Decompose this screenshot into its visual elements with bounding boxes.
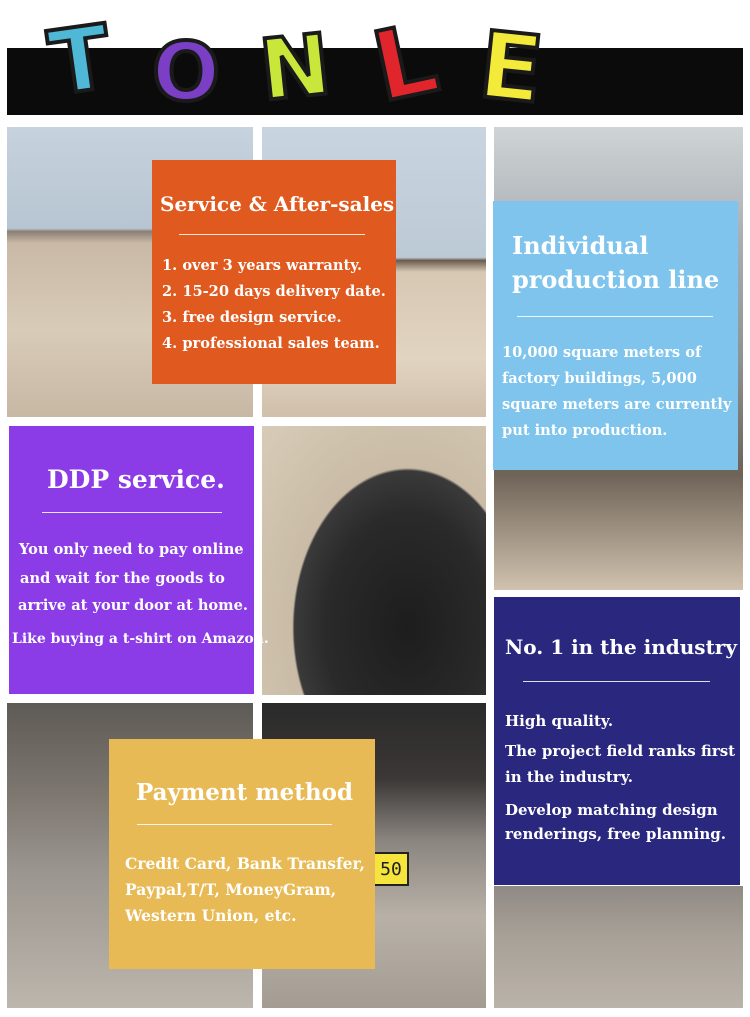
service-item: 2. 15-20 days delivery date. bbox=[162, 283, 386, 300]
industry-body-line: renderings, free planning. bbox=[505, 825, 726, 843]
svg-text:N: N bbox=[255, 22, 335, 110]
payment-divider bbox=[137, 824, 332, 825]
production-title-line: production line bbox=[512, 265, 720, 294]
production-divider bbox=[517, 316, 713, 317]
ddp-body-line: You only need to pay online bbox=[19, 541, 244, 558]
service-aftersales-panel: Service & After-sales 1. over 3 years wa… bbox=[152, 160, 396, 384]
production-title-line: Individual bbox=[512, 231, 649, 260]
payment-title: Payment method bbox=[136, 779, 354, 806]
logo-letter-t: T bbox=[41, 15, 129, 105]
logo-letter-o: O bbox=[150, 34, 234, 110]
production-body-line: factory buildings, 5,000 bbox=[502, 370, 697, 387]
industry-body-line: Develop matching design bbox=[505, 801, 718, 819]
production-line-panel: Individual production line 10,000 square… bbox=[493, 201, 738, 470]
ddp-divider bbox=[42, 512, 222, 513]
industry-title: No. 1 in the industry bbox=[505, 635, 737, 659]
payment-body-line: Western Union, etc. bbox=[125, 906, 297, 925]
industry-body-line: High quality. bbox=[505, 712, 614, 730]
industry-body-line: The project field ranks first bbox=[505, 742, 736, 760]
photo-warehouse-floor bbox=[494, 886, 743, 1008]
service-item: 3. free design service. bbox=[162, 309, 342, 326]
industry-body-line: in the industry. bbox=[505, 768, 633, 786]
payment-body-line: Credit Card, Bank Transfer, bbox=[125, 854, 365, 873]
license-plate: 50 bbox=[373, 852, 409, 886]
service-item: 1. over 3 years warranty. bbox=[162, 257, 363, 274]
payment-body-line: Paypal,T/T, MoneyGram, bbox=[125, 880, 337, 899]
service-divider bbox=[179, 234, 365, 235]
payment-method-panel: Payment method Credit Card, Bank Transfe… bbox=[109, 739, 375, 969]
ddp-service-panel: DDP service. You only need to pay online… bbox=[9, 426, 269, 694]
svg-text:L: L bbox=[364, 8, 447, 113]
photo-packed-goods bbox=[262, 426, 486, 695]
industry-leader-panel: No. 1 in the industry High quality. The … bbox=[494, 597, 740, 885]
svg-text:E: E bbox=[474, 16, 548, 114]
ddp-body-line: and wait for the goods to bbox=[20, 570, 225, 587]
ddp-body-line: Like buying a t-shirt on Amazon. bbox=[12, 631, 269, 647]
logo-letter-e: E bbox=[472, 16, 565, 114]
production-body-line: put into production. bbox=[502, 422, 668, 439]
ddp-body-line: arrive at your door at home. bbox=[18, 597, 248, 614]
ddp-title: DDP service. bbox=[47, 465, 225, 494]
service-item: 4. professional sales team. bbox=[162, 335, 380, 352]
svg-text:T: T bbox=[43, 15, 117, 105]
production-body-line: 10,000 square meters of bbox=[502, 344, 702, 361]
header-bar bbox=[7, 48, 743, 115]
production-body-line: square meters are currently bbox=[502, 396, 732, 413]
service-title: Service & After-sales bbox=[160, 192, 395, 216]
logo-letter-n: N bbox=[254, 22, 346, 110]
industry-divider bbox=[523, 681, 710, 682]
svg-text:O: O bbox=[152, 34, 220, 110]
